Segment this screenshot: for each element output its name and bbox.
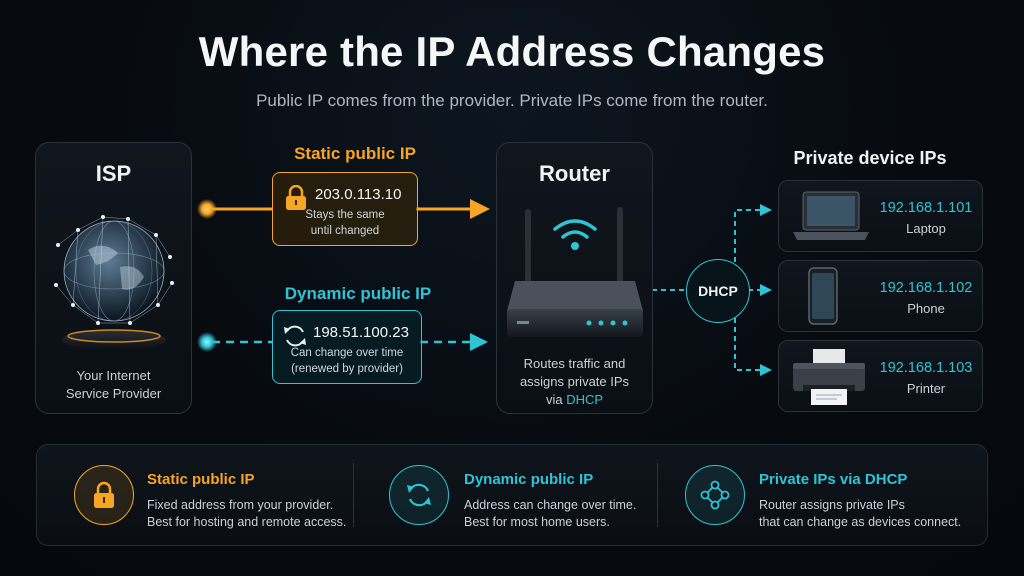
router-icon [507,207,643,337]
device-phone-name: Phone [907,301,945,316]
legend-dhcp-title: Private IPs via DHCP [759,471,908,488]
dhcp-branch-laptop [734,209,762,262]
router-caption-dhcp: DHCP [566,392,604,407]
legend-static-text: Fixed address from your provider. Best f… [147,497,346,531]
static-ip-box: 203.0.113.10 Stays the same until change… [272,172,418,246]
lock-icon [286,185,306,210]
private-devices-title: Private device IPs [793,148,947,168]
dynamic-line-dot [197,332,217,352]
dynamic-ip-note1: Can change over time [290,347,404,359]
legend-divider [657,463,658,527]
legend-static-title: Static public IP [147,471,255,488]
device-laptop-name: Laptop [906,221,946,236]
dynamic-arrowhead [470,333,488,351]
legend-divider [353,463,354,527]
arrowhead-printer [760,364,772,376]
router-caption-line2: assigns private IPs [519,374,630,389]
legend-dhcp-line2: that can change as devices connect. [759,515,962,529]
static-ip-note2: until changed [310,225,380,237]
legend-dynamic-title: Dynamic public IP [464,471,594,488]
dynamic-ip-box: 198.51.100.23 Can change over time (rene… [272,310,422,384]
page-title: Where the IP Address Changes [198,28,826,75]
isp-panel: ISP Your Internet Service Provider [35,142,192,414]
isp-caption-line1: Your Internet [76,368,151,383]
static-ip-address: 203.0.113.10 [315,186,402,203]
static-line-dot [197,199,217,219]
legend-dynamic-text: Address can change over time. Best for m… [464,497,636,531]
legend-dhcp-line1: Router assigns private IPs [759,498,905,512]
router-caption-via: via [545,392,567,407]
device-printer-name: Printer [906,381,946,396]
device-printer: 192.168.1.103 Printer [778,340,983,412]
dynamic-ip-note2: (renewed by provider) [291,363,403,375]
device-laptop-ip: 192.168.1.101 [879,200,973,216]
arrowhead-phone [760,284,772,296]
static-ip-note1: Stays the same [305,209,385,221]
lock-icon [94,481,114,508]
router-caption-line3: via DHCP [497,391,652,409]
dynamic-ip-label: Dynamic public IP [284,284,432,303]
dhcp-branch-printer [734,318,762,371]
device-phone-ip: 192.168.1.102 [879,280,973,296]
phone-icon [808,267,838,325]
static-arrowhead [470,199,490,219]
legend-dhcp-icon-wrap [685,465,745,525]
router-panel: Router Routes traffic and assigns privat… [496,142,653,414]
router-title: Router [539,161,610,186]
legend-static-line1: Fixed address from your provider. [147,498,334,512]
legend-panel: Static public IP Fixed address from your… [36,444,988,546]
page-subtitle: Public IP comes from the provider. Priva… [256,91,768,110]
legend-dynamic-icon-wrap [389,465,449,525]
static-ip-label: Static public IP [294,144,416,163]
refresh-icon [407,483,431,507]
legend-static-line2: Best for hosting and remote access. [147,515,347,529]
dynamic-ip-address: 198.51.100.23 [313,324,409,341]
legend-static-icon-wrap [74,465,134,525]
laptop-icon [793,191,869,240]
arrowhead-laptop [760,204,772,216]
legend-dynamic-line1: Address can change over time. [464,498,637,512]
refresh-icon [284,325,306,347]
globe-icon [54,215,174,350]
device-laptop: 192.168.1.101 Laptop [778,180,983,252]
printer-icon [793,349,865,405]
router-caption-line1: Routes traffic and [523,356,626,371]
dhcp-node: DHCP [686,259,750,323]
isp-title: ISP [95,161,132,186]
legend-dhcp-text: Router assigns private IPs that can chan… [759,497,961,531]
legend-dynamic-line2: Best for most home users. [464,515,610,529]
device-phone: 192.168.1.102 Phone [778,260,983,332]
device-printer-ip: 192.168.1.103 [879,360,973,376]
isp-caption-line2: Service Provider [65,386,162,401]
network-icon [700,480,730,510]
